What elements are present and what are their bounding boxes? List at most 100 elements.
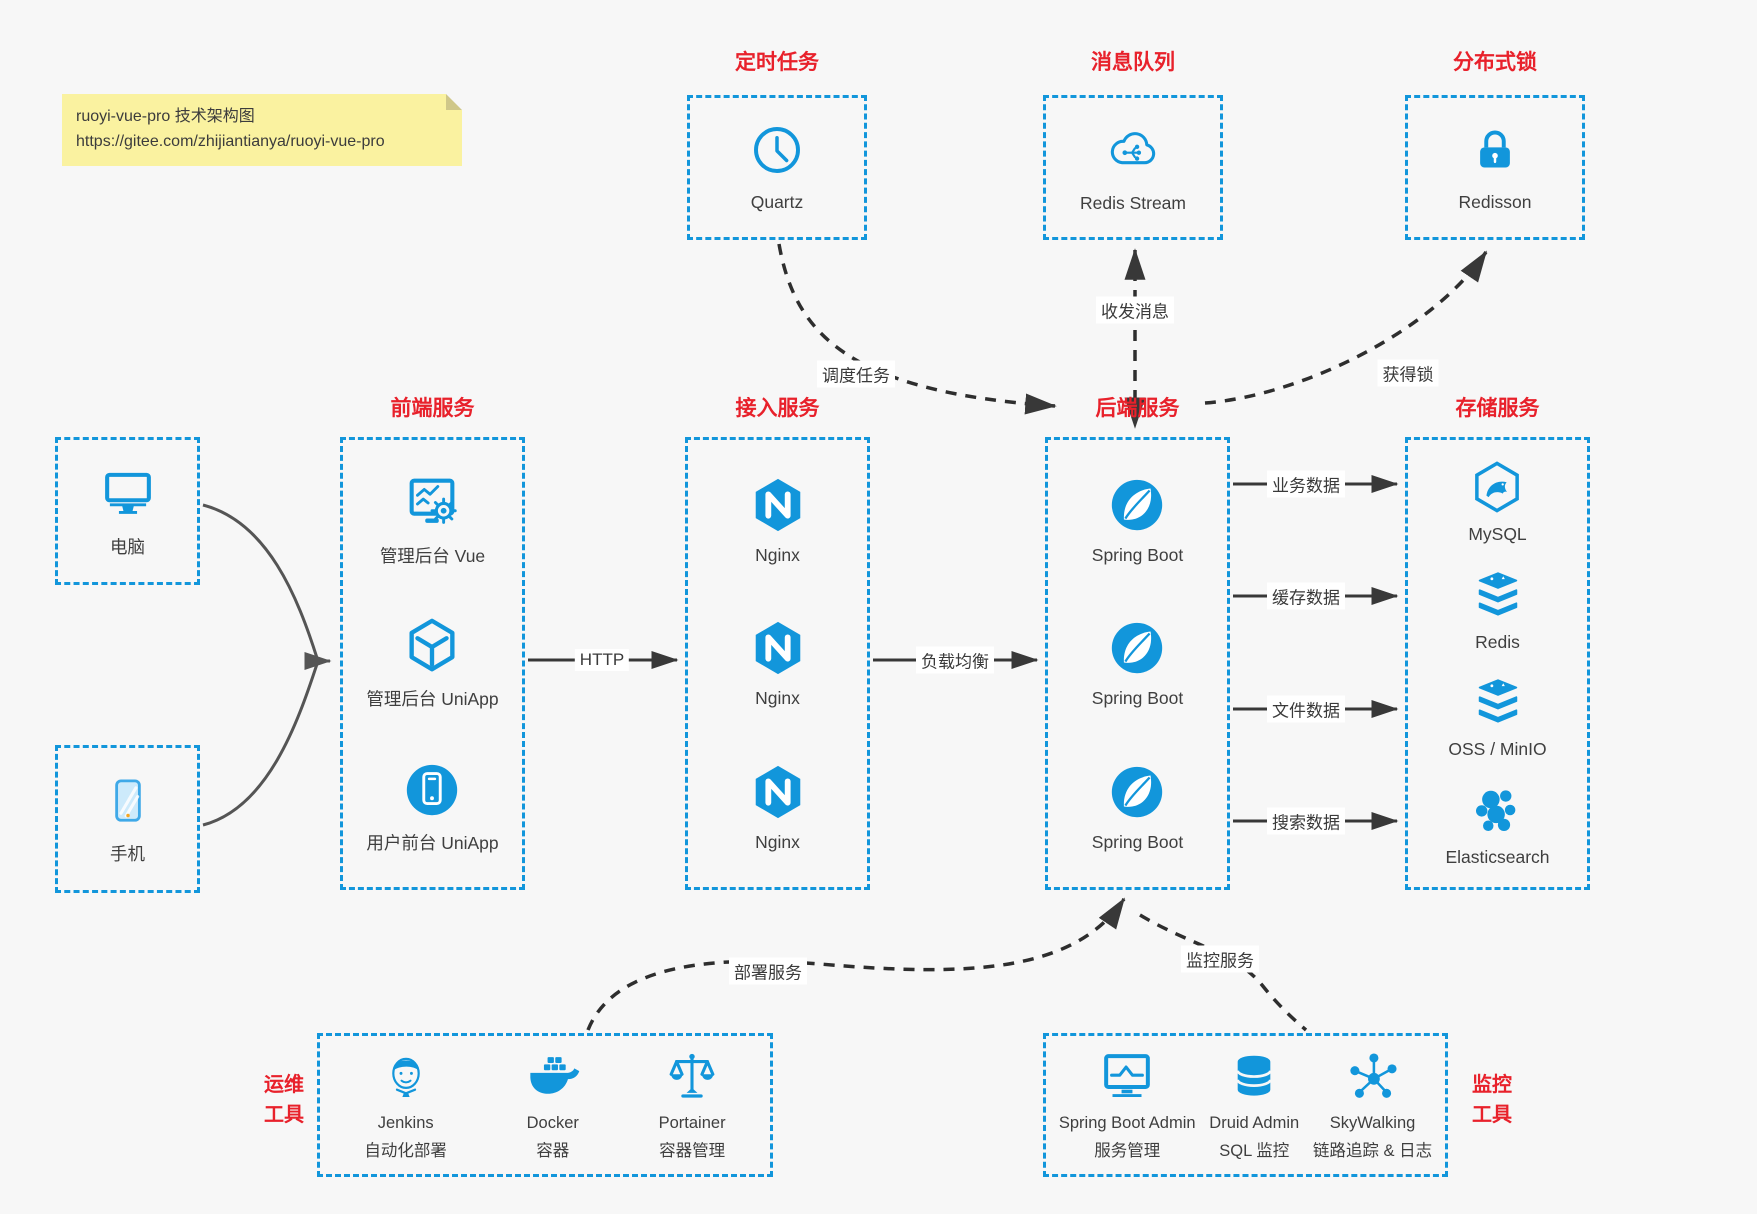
note-url[interactable]: https://gitee.com/zhijiantianya/ruoyi-vu…: [76, 132, 385, 150]
druid-admin-label: Druid Admin: [1209, 1113, 1300, 1132]
monitor-curve: [1139, 913, 1308, 1032]
monitoring-title-line2: 工具: [1472, 1104, 1512, 1126]
edge-label-dispatch-task: 调度任务: [817, 360, 895, 388]
edge-label-http: HTTP: [574, 649, 630, 671]
list-item: 管理后台 UniApp: [366, 615, 499, 711]
portainer-label: Portainer: [658, 1113, 726, 1132]
list-item: OSS / MinIO: [1448, 674, 1547, 760]
title-monitoring-tools: 监控 工具: [1460, 1070, 1524, 1130]
docker-desc: 容器: [536, 1142, 570, 1160]
edge-label-monitor: 监控服务: [1181, 945, 1259, 973]
jenkins-label: Jenkins: [377, 1113, 434, 1132]
cloud-stream-icon: [1104, 121, 1162, 179]
title-distributed-lock: 分布式锁: [1453, 51, 1537, 74]
user-uniapp-label: 用户前台 UniApp: [366, 833, 499, 854]
druid-admin-desc: SQL 监控: [1219, 1142, 1290, 1160]
quartz-label: Quartz: [750, 192, 804, 212]
group-backend-services: Spring Boot Spring Boot Spring Boot: [1045, 437, 1230, 890]
list-item: Nginx: [747, 474, 809, 566]
list-item: SkyWalking 链路追踪 & 日志: [1313, 1048, 1432, 1163]
nginx-icon: [747, 474, 809, 536]
nginx-label: Nginx: [755, 832, 800, 853]
skywalking-label: SkyWalking: [1329, 1113, 1416, 1132]
sticky-note: ruoyi-vue-pro 技术架构图 https://gitee.com/zh…: [62, 94, 462, 166]
edge-label-acquire-lock: 获得锁: [1377, 359, 1439, 387]
monitoring-title-line1: 监控: [1472, 1074, 1512, 1096]
title-message-queue: 消息队列: [1091, 51, 1175, 74]
list-item: Jenkins 自动化部署: [364, 1048, 447, 1163]
list-item: Docker 容器: [524, 1048, 582, 1163]
title-scheduled-tasks: 定时任务: [735, 51, 819, 74]
skywalking-icon: [1344, 1048, 1402, 1106]
spring-boot-admin-desc: 服务管理: [1094, 1142, 1161, 1160]
admin-vue-icon: [401, 472, 463, 534]
list-item: Spring Boot Admin 服务管理: [1059, 1048, 1196, 1163]
uniapp-cube-icon: [401, 615, 463, 677]
spring-boot-admin-label: Spring Boot Admin: [1058, 1113, 1196, 1132]
redis-icon: [1470, 567, 1526, 623]
spring-boot-icon: [1106, 617, 1168, 679]
jenkins-icon: [377, 1048, 435, 1106]
lock-icon: [1467, 122, 1523, 178]
jenkins-desc: 自动化部署: [364, 1142, 447, 1160]
oss-minio-label: OSS / MinIO: [1448, 739, 1547, 760]
elasticsearch-icon: [1469, 782, 1525, 838]
list-item: Redis: [1470, 567, 1526, 653]
group-distributed-lock: Redisson: [1405, 95, 1585, 240]
computer-label: 电脑: [110, 536, 145, 557]
list-item: Spring Boot: [1092, 617, 1183, 709]
edge-label-deploy: 部署服务: [729, 957, 807, 985]
skywalking-desc: 链路追踪 & 日志: [1312, 1142, 1433, 1160]
title-gateway-services: 接入服务: [735, 397, 820, 420]
group-message-queue: Redis Stream: [1043, 95, 1223, 240]
device-computer: 电脑: [55, 437, 200, 585]
list-item: 管理后台 Vue: [380, 472, 485, 568]
spring-boot-icon: [1106, 474, 1168, 536]
nginx-icon: [747, 617, 809, 679]
title-frontend-services: 前端服务: [390, 397, 475, 420]
docker-label: Docker: [526, 1113, 579, 1132]
phone-label: 手机: [110, 843, 145, 864]
list-item: Spring Boot: [1092, 761, 1183, 853]
list-item: Elasticsearch: [1445, 782, 1550, 868]
spring-boot-label: Spring Boot: [1091, 832, 1184, 853]
mysql-icon: [1469, 459, 1525, 515]
mysql-label: MySQL: [1468, 523, 1527, 544]
druid-icon: [1225, 1048, 1283, 1106]
mobile-icon: [100, 773, 156, 829]
list-item: Nginx: [747, 761, 809, 853]
group-monitoring-tools: Spring Boot Admin 服务管理 Druid Admin SQL 监…: [1043, 1033, 1448, 1177]
title-backend-services: 后端服务: [1095, 397, 1180, 420]
edge-label-cache-data: 缓存数据: [1267, 582, 1345, 610]
list-item: Nginx: [747, 617, 809, 709]
edge-label-send-receive: 收发消息: [1096, 296, 1174, 324]
nginx-label: Nginx: [755, 688, 800, 709]
dashed-arrows: [586, 243, 1488, 1032]
nginx-icon: [747, 761, 809, 823]
uniapp-user-icon: [401, 759, 463, 821]
device-phone: 手机: [55, 745, 200, 893]
docker-icon: [524, 1048, 582, 1106]
redisson-label: Redisson: [1458, 192, 1532, 212]
list-item: MySQL: [1468, 459, 1527, 545]
edge-label-file-data: 文件数据: [1267, 695, 1345, 723]
nginx-label: Nginx: [755, 544, 800, 565]
admin-vue-label: 管理后台 Vue: [379, 545, 486, 566]
spring-boot-admin-icon: [1098, 1048, 1156, 1106]
spring-boot-label: Spring Boot: [1091, 544, 1184, 565]
ops-title-line2: 工具: [264, 1104, 304, 1126]
elasticsearch-label: Elasticsearch: [1445, 847, 1550, 868]
portainer-icon: [663, 1048, 721, 1106]
redis-stream-label: Redis Stream: [1079, 193, 1186, 213]
list-item: Spring Boot: [1092, 474, 1183, 566]
edge-label-search-data: 搜索数据: [1267, 807, 1345, 835]
group-gateway-services: Nginx Nginx Nginx: [685, 437, 870, 890]
edge-label-business-data: 业务数据: [1267, 470, 1345, 498]
group-scheduled-tasks: Quartz: [687, 95, 867, 240]
redis-label: Redis: [1475, 631, 1520, 652]
title-ops-tools: 运维 工具: [252, 1070, 316, 1130]
admin-uniapp-label: 管理后台 UniApp: [366, 689, 499, 710]
deploy-curve: [586, 897, 1126, 1031]
acquire-lock-curve: [1204, 250, 1488, 405]
note-title: ruoyi-vue-pro 技术架构图: [76, 108, 255, 125]
